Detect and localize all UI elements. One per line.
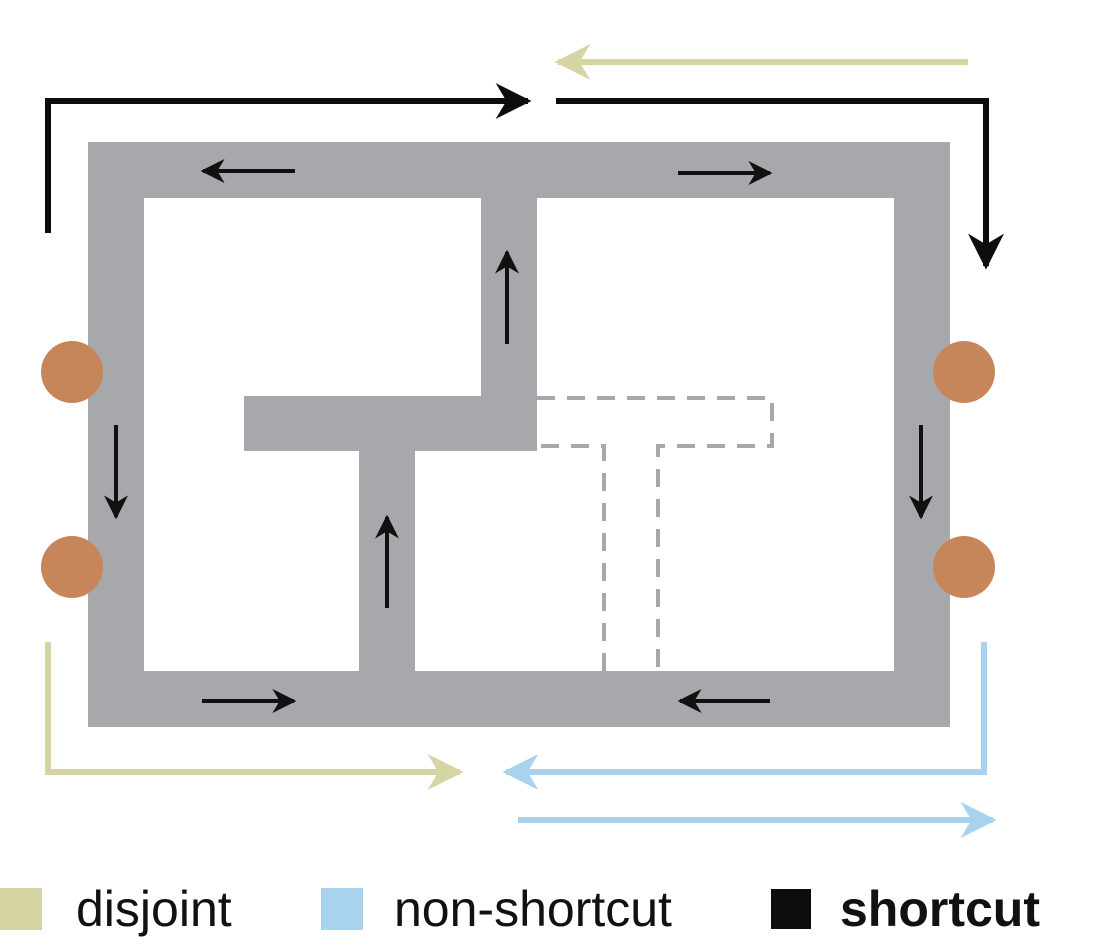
route-arrows — [45, 44, 1004, 838]
disjoint-route-bottom — [45, 642, 464, 790]
feeder-right-top — [933, 341, 995, 403]
flow-arrows — [104, 159, 933, 713]
legend-label-non-shortcut: non-shortcut — [394, 881, 672, 937]
legend-swatch-non-shortcut — [321, 888, 363, 930]
feeder-left-bottom — [41, 536, 103, 598]
corridor-horizontal-branch — [244, 396, 537, 451]
shortcut-route-right — [556, 98, 1004, 270]
legend-label-shortcut: shortcut — [840, 881, 1040, 937]
feeder-left-top — [41, 341, 103, 403]
maze-corridors — [88, 142, 950, 727]
feeders — [41, 341, 995, 598]
shortcut-route-left — [45, 83, 532, 233]
dashed-shortcut-corridor — [537, 396, 774, 671]
non-shortcut-route-return — [502, 642, 987, 790]
legend-swatch-shortcut — [771, 889, 811, 929]
legend-label-disjoint: disjoint — [76, 881, 232, 937]
legend: disjoint non-shortcut shortcut — [0, 881, 1040, 937]
legend-swatch-disjoint — [0, 888, 42, 930]
feeder-right-bottom — [933, 536, 995, 598]
